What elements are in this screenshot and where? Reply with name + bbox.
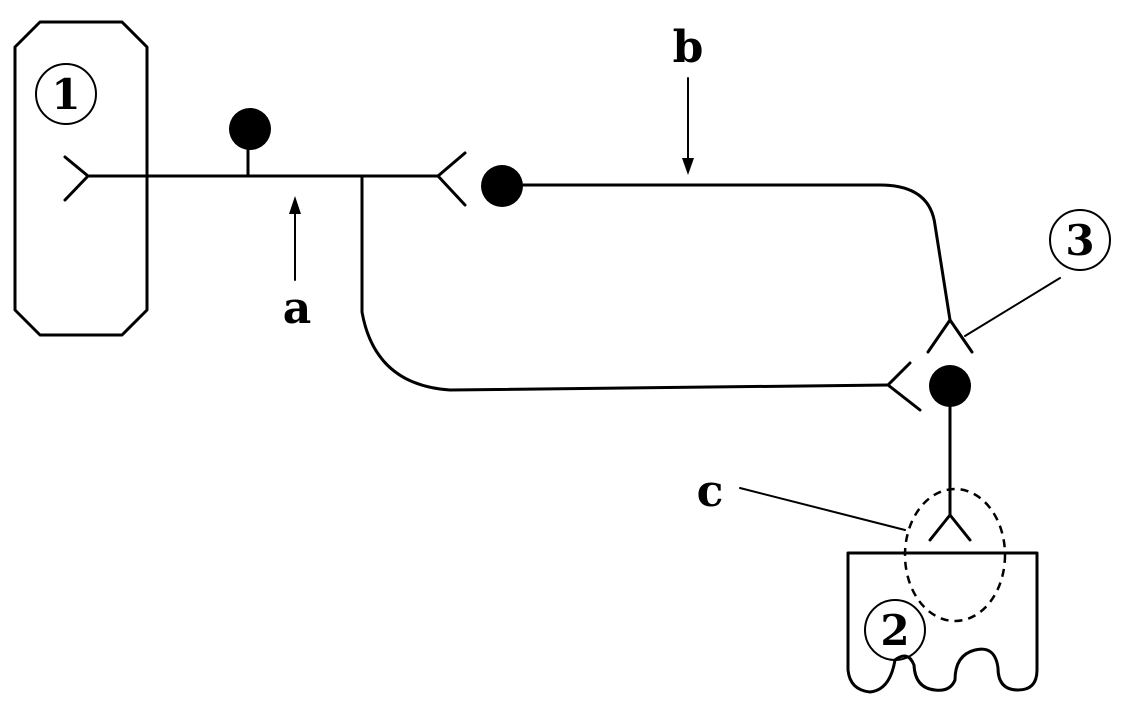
number-2-label: 2 (880, 606, 909, 655)
leader-3 (964, 277, 1061, 337)
effector-fork (928, 513, 972, 542)
axon-b (500, 183, 952, 322)
synapse-fork-b (926, 318, 974, 354)
label-c: c (697, 466, 724, 517)
soma-a (229, 108, 271, 150)
leader-c (739, 487, 906, 531)
label-a: a (283, 283, 312, 334)
branch-lower-path (360, 174, 890, 392)
structure-2-effector (846, 551, 1039, 694)
number-3-marker: 3 (1049, 209, 1111, 271)
region-c (903, 487, 1007, 623)
structure-1-box (13, 20, 149, 337)
synapse-fork-ab (436, 151, 467, 207)
label-b: b (673, 22, 704, 73)
synapse-fork-lower (886, 361, 922, 412)
arrow-b (682, 77, 694, 175)
structure-1-fork (63, 155, 90, 202)
number-3-label: 3 (1065, 216, 1094, 265)
arrow-a (289, 196, 301, 281)
number-2-marker: 2 (864, 599, 926, 661)
number-1-label: 1 (51, 70, 80, 119)
soma-efferent (929, 365, 971, 407)
number-1-marker: 1 (35, 63, 97, 125)
